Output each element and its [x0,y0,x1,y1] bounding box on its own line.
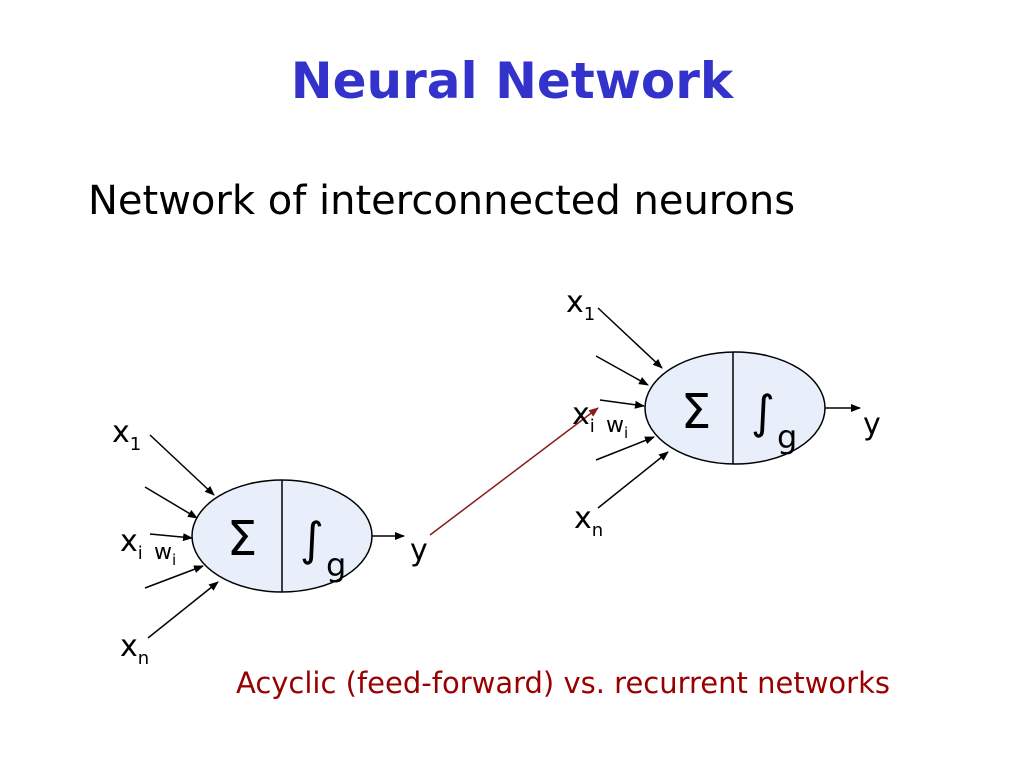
neuron-right: Σ ∫ g y x1 xi wi xn [566,285,881,541]
activation-label: g [777,418,797,456]
activation-symbol: ∫ [300,512,324,566]
input-arrow-2 [595,355,649,386]
neuron-body [644,351,826,465]
input-arrow-1 [149,434,215,496]
activation-label: g [326,546,346,584]
neuron-left: Σ ∫ g y x1 xi wi xn [112,415,428,669]
input-arrow-2 [144,486,198,519]
input-arrow-3 [599,399,645,409]
caption: Acyclic (feed-forward) vs. recurrent net… [236,666,891,700]
connection-arrow [429,407,599,536]
input-arrow-4 [144,565,204,589]
activation-symbol: ∫ [751,385,775,439]
weight-wi-label: wi [154,540,176,569]
input-arrow-1 [597,307,663,369]
page-title: Neural Network [290,52,734,110]
subtitle: Network of interconnected neurons [88,178,796,224]
output-label: y [410,533,428,568]
sum-symbol: Σ [227,511,257,567]
output-label: y [863,407,881,442]
input-arrow-4 [595,436,655,461]
input-xn-label: xn [574,501,603,541]
input-arrow-5 [147,581,219,639]
input-arrow-3 [149,533,193,542]
input-xi-label: xi [572,397,595,437]
weight-wi-label: wi [606,413,628,442]
input-x1-label: x1 [112,415,141,455]
input-xi-label: xi [120,524,143,564]
input-arrow-5 [597,451,669,509]
sum-symbol: Σ [681,384,711,440]
input-x1-label: x1 [566,285,595,325]
input-xn-label: xn [120,629,149,669]
